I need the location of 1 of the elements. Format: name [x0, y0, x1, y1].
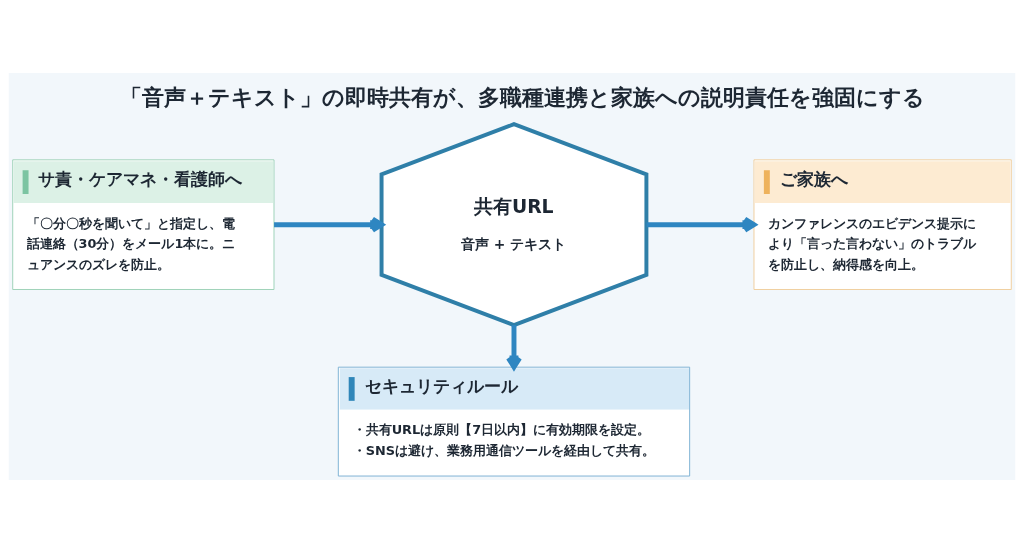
- diagram-title: 「音声＋テキスト」の即時共有が、多職種連携と家族への説明責任を強固にする: [120, 84, 926, 110]
